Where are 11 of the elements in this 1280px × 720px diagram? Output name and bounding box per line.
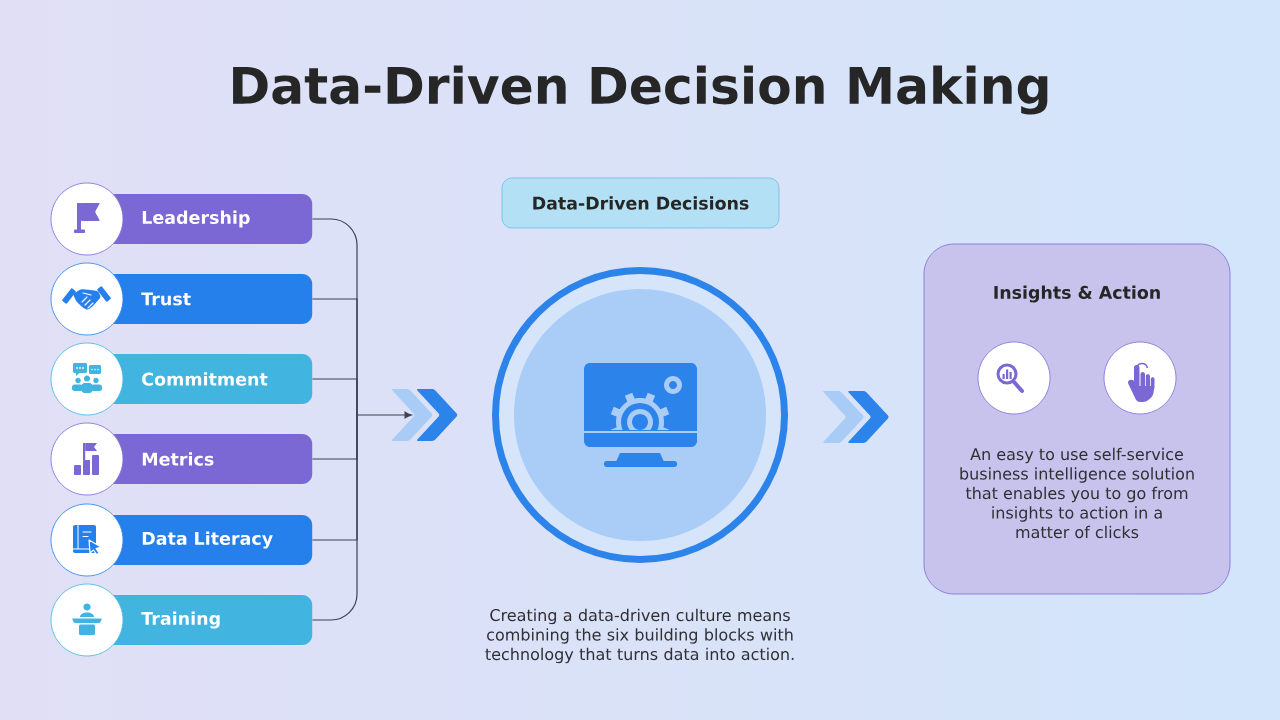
- panel-text: An easy to use self-service business intelligence solution that enables you to go from insights to action in a matter of clicks: [960, 447, 1194, 539]
- bracket-arrow: [311, 218, 458, 621]
- caption-text: Creating a data-driven culture means combining the six building blocks with technology that turns data into action.: [485, 608, 794, 664]
- label-pill: Trust: [100, 274, 313, 324]
- title: Data-Driven Decision Making: [233, 65, 1048, 115]
- label-pill: Leadership: [100, 194, 313, 244]
- panel-heading: Insights & Action: [994, 285, 1160, 303]
- label-pill: Training: [100, 595, 313, 645]
- title-tag: Data-Driven Decisions: [501, 177, 780, 229]
- label-pill: Commitment: [100, 354, 313, 404]
- chevron-arrow: [823, 391, 889, 443]
